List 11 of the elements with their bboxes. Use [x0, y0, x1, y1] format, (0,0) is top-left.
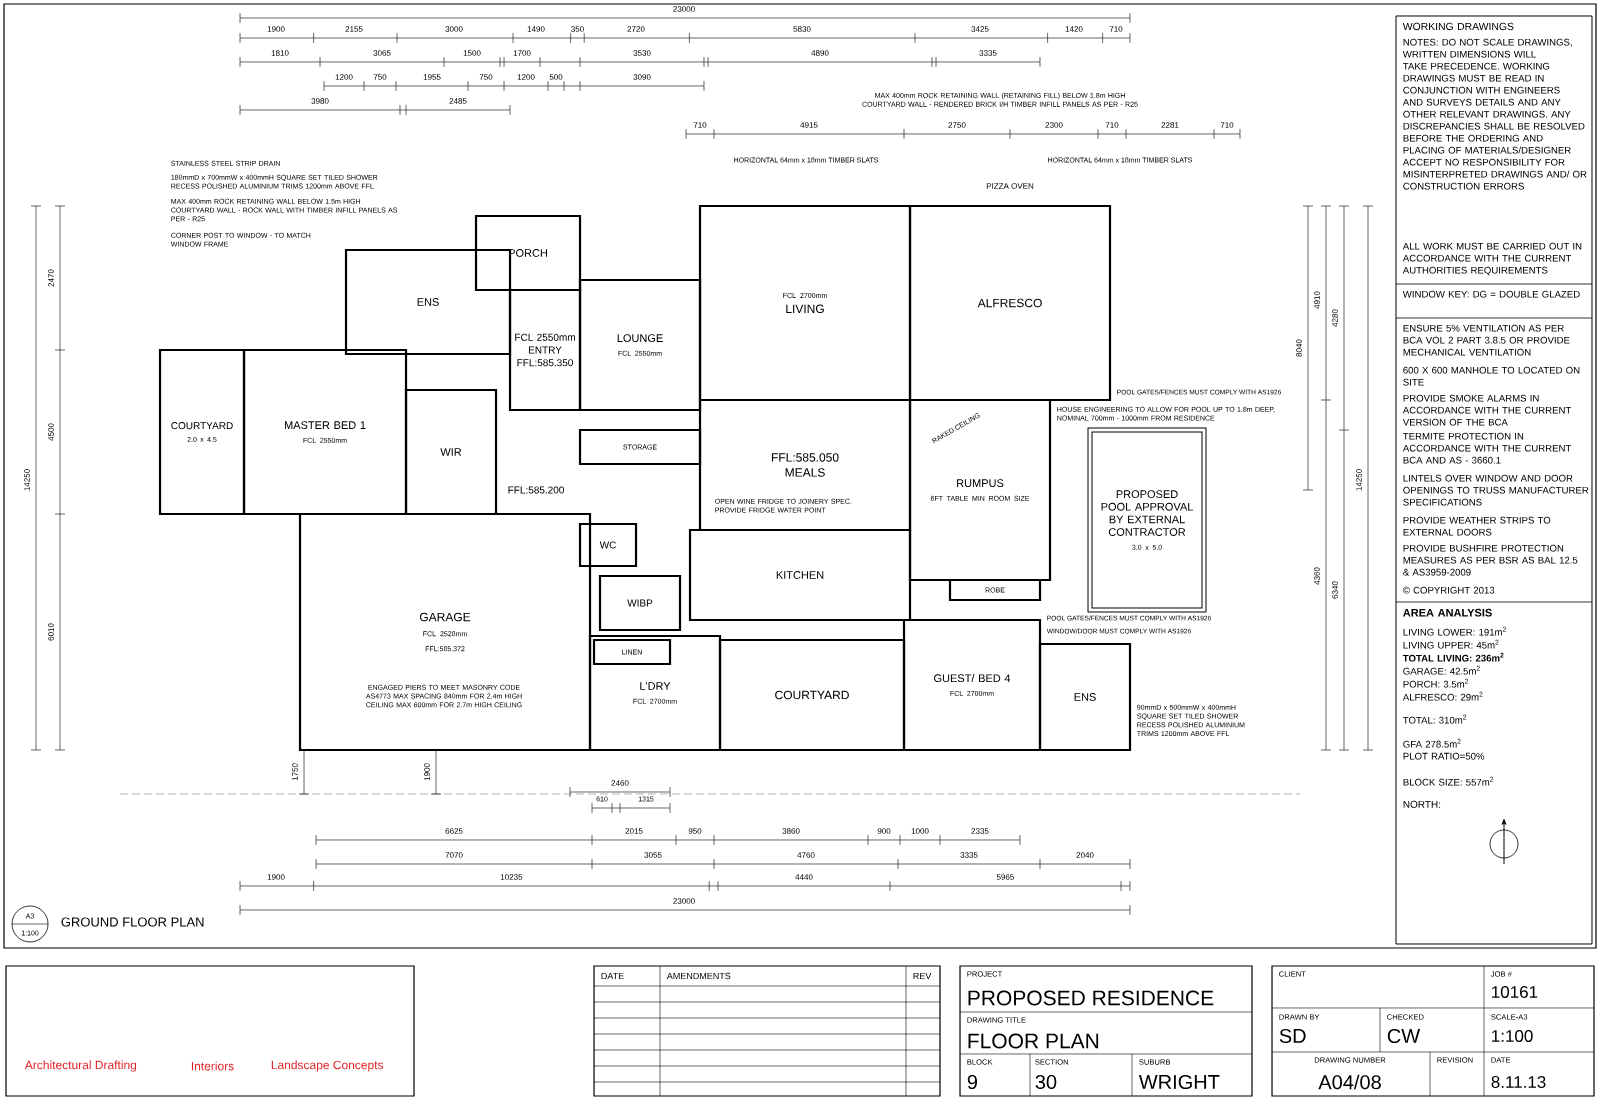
field-value: 30	[1035, 1074, 1057, 1090]
field-value: FLOOR PLAN	[968, 1033, 1099, 1049]
field-value: WRIGHT	[1138, 1074, 1220, 1090]
field-value: 9	[967, 1074, 977, 1090]
field-value: PROPOSED RESIDENCE	[968, 990, 1214, 1006]
field-value: SD	[1279, 1028, 1306, 1044]
field-value: 8.11.13	[1491, 1076, 1546, 1088]
field-value: A04/08	[1318, 1074, 1381, 1090]
field-value: 1:100	[1492, 1030, 1533, 1042]
field-value: CW	[1387, 1028, 1421, 1044]
field-value: 10161	[1492, 986, 1538, 998]
